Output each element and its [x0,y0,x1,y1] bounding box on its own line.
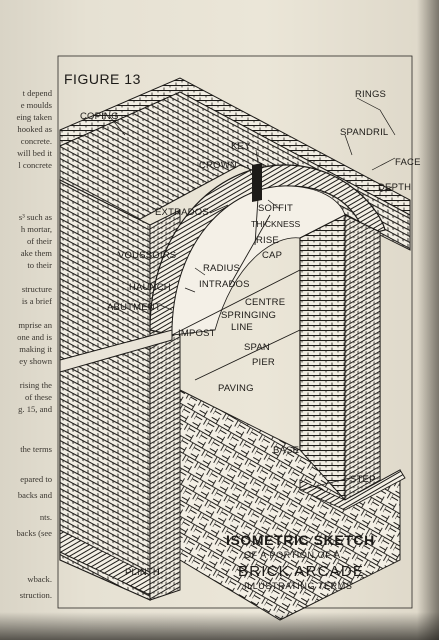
left-text-column: t depend e moulds eing taken hooked as concr… [0,0,56,640]
label-thickness: THICKNESS [251,219,300,229]
left-text-fragment: backs (see [16,528,52,538]
label-face: FACE [395,157,421,168]
arch-opening [171,185,346,336]
left-text-fragment: making it [19,344,52,354]
label-plinth: PLINTH [125,567,160,578]
label-soffit: SOFFIT [258,203,293,214]
label-step: STEP [350,474,376,485]
radius-line [229,214,271,286]
left-text-fragment: epared to [20,474,52,484]
label-cap: CAP [262,250,282,261]
left-text-fragment: of their [26,236,52,246]
span-line [194,329,301,381]
left-text-fragment: s³ such as [18,212,52,222]
left-text-fragment: rising the [19,380,52,390]
label-depth: DEPTH [378,182,411,193]
label-key: KEY [231,141,251,152]
left-text-fragment: ake them [20,248,52,258]
rise-line [254,197,259,246]
label-span: SPAN [244,342,270,353]
label-extrados: EXTRADOS [155,207,209,218]
left-text-fragment: concrete. [20,136,52,146]
left-text-fragment: struction. [19,590,52,600]
left-text-fragment: g. 15, and [18,404,52,414]
label-intrados: INTRADOS [199,279,250,290]
caption-line-2: OF A PORTION OF A [244,550,341,560]
left-text-fragment: backs and [17,490,52,500]
left-text-fragment: mprise an [18,320,52,330]
left-text-fragment: to their [27,260,52,270]
figure-number: FIGURE 13 [64,71,141,87]
label-voussoirs: VOUSSOIRS [118,250,176,261]
leader-lines [109,97,396,491]
left-text-fragment: wback. [27,574,52,584]
label-rise: RISE [256,235,279,246]
left-text-fragment: eing taken [16,112,52,122]
page-edge-shadow [417,0,439,640]
label-abutment: ABUTMENT [107,302,161,313]
plinth [59,529,151,596]
label-line: LINE [231,322,253,333]
label-springing: SPRINGING [221,310,276,321]
label-impost: IMPOST [178,328,216,339]
left-text-fragment: is a brief [21,296,52,306]
left-text-fragment: structure [21,284,52,294]
label-radius: RADIUS [203,263,240,274]
left-text-fragment: one and is [17,332,52,342]
label-crown: CROWN [199,160,237,171]
label-base: BASE [273,445,299,456]
left-text-fragment: of these [25,392,52,402]
right-pier-side [344,214,381,501]
paving-floor [179,389,401,621]
left-text-fragment: will bed it [17,148,52,158]
left-text-fragment: h mortar, [20,224,52,234]
label-coping: COPING [80,111,119,122]
springing-line [171,269,301,336]
figure-frame [57,55,413,609]
caption-line-4: ILLUSTRATING TERMS [244,581,352,591]
left-text-fragment: l concrete [18,160,52,170]
key-stone [252,163,262,202]
left-text-fragment: t depend [22,88,52,98]
left-text-fragment: ey shown [19,356,52,366]
left-text-fragment: e moulds [20,100,52,110]
label-centre: CENTRE [245,297,285,308]
label-paving: PAVING [218,383,254,394]
label-pier: PIER [252,357,275,368]
left-text-fragment: the terms [20,444,52,454]
label-haunch: HAUNCH [129,282,171,293]
page-bottom-shadow [0,612,439,640]
left-text-fragment: nts. [39,512,52,522]
label-spandril: SPANDRIL [340,127,388,138]
caption-line-3: BRICK ARCADE [238,563,364,580]
caption-line-1: ISOMETRIC SKETCH [226,532,375,548]
impost-band [59,329,173,373]
left-text-fragment: hooked as [17,124,52,134]
label-rings: RINGS [355,89,386,100]
